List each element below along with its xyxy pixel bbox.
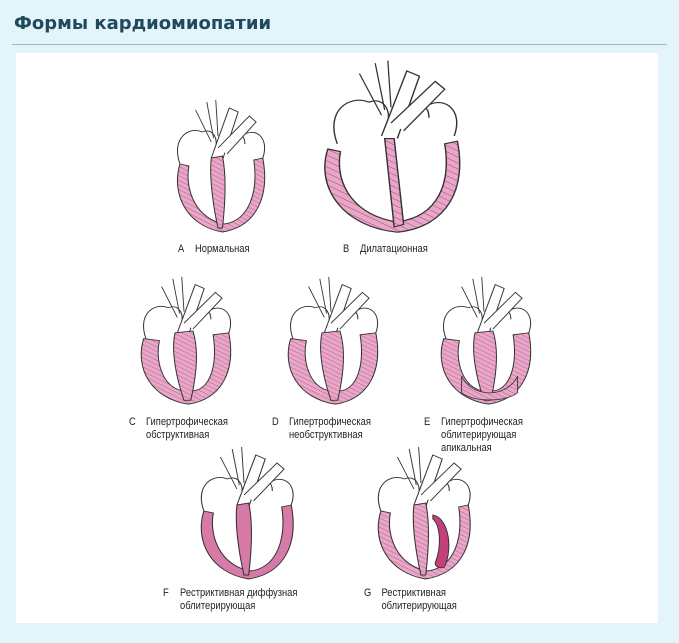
pulmonary-artery — [330, 291, 370, 330]
caption-text: Рестриктивная — [381, 587, 446, 599]
caption-text: апикальная — [441, 442, 492, 454]
pulmonary-artery — [183, 291, 223, 330]
heart-diagram — [200, 446, 294, 580]
caption-text: облитерирующая — [441, 429, 517, 441]
vessels — [161, 276, 185, 318]
ventricle-wall — [377, 504, 471, 580]
heart-dilated — [312, 58, 470, 240]
heart-hcm-nonobstructive — [275, 275, 387, 410]
heart-diagram — [287, 276, 379, 405]
atria-outline — [200, 477, 294, 512]
caption-text: Рестриктивная диффузная — [180, 587, 298, 599]
caption-text: Гипертрофическая — [289, 416, 371, 428]
caption-text: облитерирующая — [180, 600, 256, 612]
septum — [320, 330, 344, 401]
heart-diagram — [324, 60, 461, 233]
septum — [210, 155, 226, 229]
heart-diagram — [140, 276, 232, 405]
caption-text: необструктивная — [289, 429, 363, 441]
caption-letter: C — [129, 416, 136, 428]
septum — [383, 138, 405, 228]
septum — [473, 330, 497, 401]
pulmonary-artery — [243, 462, 285, 502]
vessels — [358, 60, 392, 116]
atria-outline — [143, 305, 231, 339]
caption-letter: G — [364, 587, 372, 599]
ventricle-wall — [324, 140, 461, 233]
heart-diagram — [377, 446, 471, 580]
caption-letter: B — [343, 243, 350, 255]
septum — [173, 330, 197, 401]
heart-diagram — [176, 99, 266, 233]
septum — [412, 502, 429, 576]
atria-outline — [443, 305, 531, 339]
pulmonary-artery — [420, 462, 462, 502]
vessels — [195, 99, 219, 143]
caption-letter: F — [163, 587, 169, 599]
caption-letter: E — [424, 416, 431, 428]
heart-hcm-obstructive — [128, 275, 240, 410]
caption-text: Дилатационная — [360, 243, 428, 255]
pulmonary-artery — [217, 115, 257, 155]
caption-text: Гипертрофическая — [441, 416, 523, 428]
heart-hcm-apical — [428, 275, 540, 410]
vessels — [219, 446, 245, 490]
heart-restrictive-obliterative — [362, 445, 480, 585]
vessels — [308, 276, 332, 318]
page-title: Формы кардиомиопатии — [14, 13, 272, 34]
pulmonary-artery — [483, 291, 523, 330]
caption-text: Нормальная — [195, 243, 250, 255]
caption-text: обструктивная — [146, 429, 210, 441]
caption-text: облитерирующая — [381, 600, 457, 612]
atria-outline — [333, 99, 458, 144]
atria-outline — [377, 477, 471, 512]
caption-a: A Нормальная — [178, 243, 250, 256]
atria-outline — [177, 130, 265, 165]
ventricle-wall — [176, 157, 266, 233]
divider — [12, 44, 667, 45]
caption-text: Гипертрофическая — [146, 416, 228, 428]
ventricle-wall — [287, 332, 379, 405]
ventricle-wall — [200, 504, 294, 580]
vessels — [461, 276, 485, 318]
caption-letter: A — [178, 243, 185, 255]
ventricle-wall — [140, 332, 232, 405]
vessels — [396, 446, 422, 490]
caption-letter: D — [272, 416, 279, 428]
caption-b: B Дилатационная — [343, 243, 428, 256]
pulmonary-artery — [390, 80, 446, 132]
septum — [235, 502, 252, 576]
atria-outline — [290, 305, 378, 339]
heart-diagram — [440, 276, 532, 405]
heart-normal — [162, 98, 274, 238]
heart-restrictive-diffuse — [185, 445, 303, 585]
